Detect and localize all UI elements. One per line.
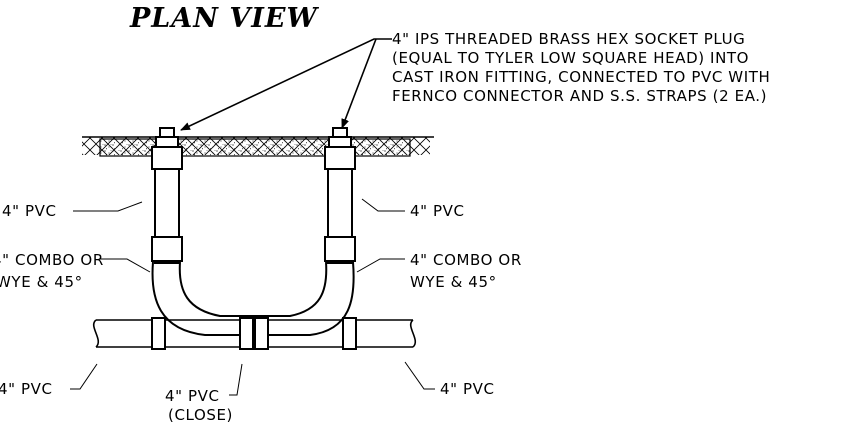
label-left-riser: 4" PVC (2, 202, 57, 220)
left-riser (151, 127, 183, 264)
main-line-pipe (92, 317, 417, 350)
leader-right-main (404, 361, 435, 390)
plug-note-line-4: FERNCO CONNECTOR AND S.S. STRAPS (2 EA.) (392, 87, 767, 105)
leader-right-fitting (356, 258, 405, 273)
label-center-main-note: (CLOSE) (168, 406, 233, 424)
leader-right-riser (361, 198, 405, 212)
label-right-riser: 4" PVC (410, 202, 465, 220)
leader-left-riser (73, 201, 143, 212)
label-left-fitting-1: 4" COMBO OR (0, 251, 104, 269)
plug-note-line-3: CAST IRON FITTING, CONNECTED TO PVC WITH (392, 68, 770, 86)
page-title: PLAN VIEW (129, 3, 319, 34)
label-left-main: 4" PVC (0, 380, 53, 398)
plug-note-leader-right (341, 38, 377, 129)
label-center-main: 4" PVC (165, 387, 220, 405)
plug-note: 4" IPS THREADED BRASS HEX SOCKET PLUG (E… (392, 30, 770, 105)
label-left-fitting-2: WYE & 45° (0, 273, 83, 291)
ground-section (82, 136, 434, 157)
right-riser (324, 127, 356, 264)
leader-left-main (70, 363, 98, 390)
label-right-main: 4" PVC (440, 380, 495, 398)
label-right-fitting-2: WYE & 45° (410, 273, 497, 291)
label-right-fitting-1: 4" COMBO OR (410, 251, 522, 269)
leader-left-fitting (100, 258, 151, 273)
plug-note-leader-left (180, 38, 392, 131)
plug-note-line-1: 4" IPS THREADED BRASS HEX SOCKET PLUG (392, 30, 745, 48)
u-bend-pipe (151, 261, 355, 336)
leader-center-main (229, 363, 243, 396)
plug-note-line-2: (EQUAL TO TYLER LOW SQUARE HEAD) INTO (392, 49, 749, 67)
